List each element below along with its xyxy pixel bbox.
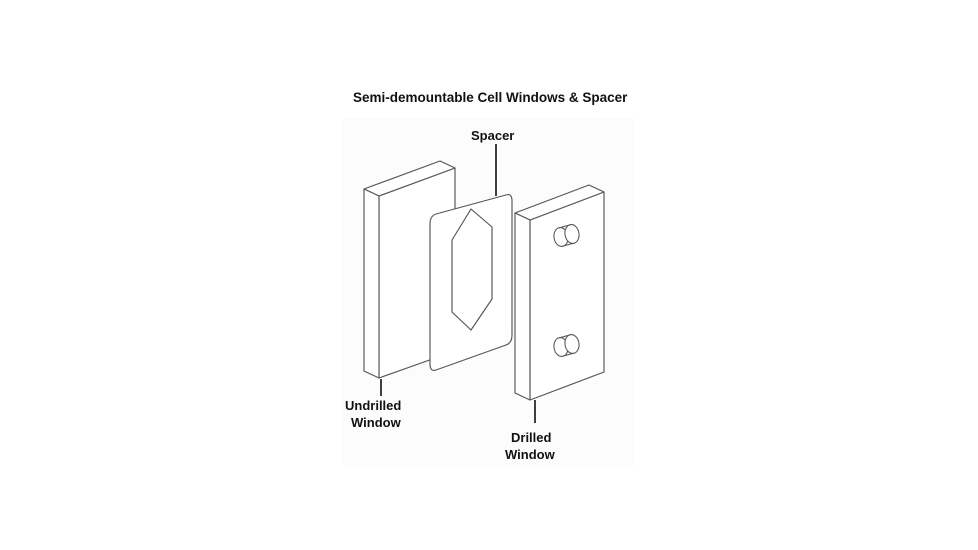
undrilled-window-label-line2: Window — [351, 415, 402, 430]
spacer-hexagonal-cutout — [451, 208, 493, 331]
lower-bore-wall-top — [558, 334, 572, 339]
part-drilled-window — [514, 184, 605, 401]
undrilled-window-label-line1: Undrilled — [345, 398, 401, 413]
part-spacer — [429, 194, 513, 371]
upper-bore-wall-top — [558, 224, 572, 229]
figure-title: Semi-demountable Cell Windows & Spacer — [353, 90, 628, 105]
drilled-window-upper-bore — [553, 224, 580, 247]
drilled-window-label-line1: Drilled — [511, 430, 552, 445]
lower-bore-wall-bottom — [561, 352, 575, 357]
callout-spacer: Spacer — [471, 128, 514, 196]
callout-drilled-window: Drilled Window — [505, 400, 556, 462]
callout-undrilled-window: Undrilled Window — [345, 379, 402, 430]
upper-bore-wall-bottom — [561, 242, 575, 247]
spacer-label: Spacer — [471, 128, 514, 143]
drilled-window-side-face — [514, 212, 531, 401]
undrilled-window-side-face — [363, 188, 380, 379]
drilled-window-front-face — [529, 191, 605, 401]
drilled-window-label-line2: Window — [505, 447, 556, 462]
drilled-window-lower-bore — [553, 334, 580, 357]
